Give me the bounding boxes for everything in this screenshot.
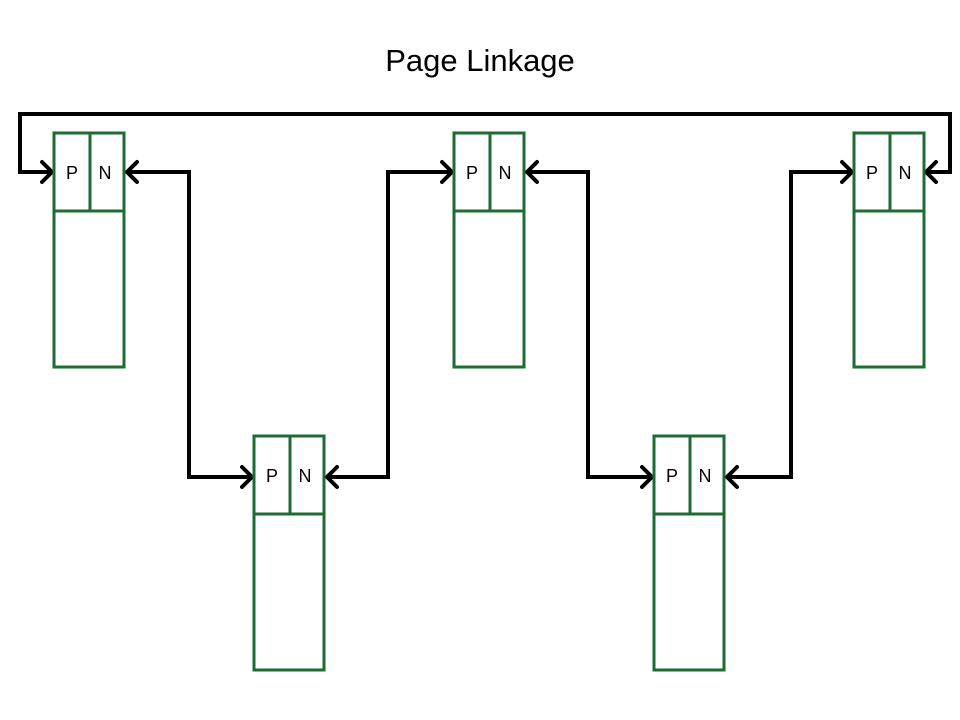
arrow-into-page4-next xyxy=(725,465,739,489)
page-box xyxy=(252,434,326,672)
link-connectors xyxy=(18,112,952,489)
link-page2-page3 xyxy=(327,170,452,479)
arrow-into-page2-next xyxy=(325,465,339,489)
link-page1-page2 xyxy=(127,170,252,479)
link-page4-page5 xyxy=(727,170,852,479)
prev-pointer-label: P xyxy=(66,163,78,183)
diagram-title: Page Linkage xyxy=(385,43,575,78)
prev-pointer-label: P xyxy=(666,466,678,486)
wraparound-arrow-into-first-page xyxy=(40,160,54,184)
next-pointer-label: N xyxy=(499,163,512,183)
arrow-into-page1-next xyxy=(125,160,139,184)
arrow-into-page3-prev xyxy=(440,160,454,184)
wraparound-arrow-into-last-page xyxy=(924,160,938,184)
next-pointer-label: N xyxy=(99,163,112,183)
arrow-into-page2-prev xyxy=(240,465,254,489)
page-box xyxy=(852,131,926,369)
next-pointer-label: N xyxy=(699,466,712,486)
arrow-into-page4-prev xyxy=(640,465,654,489)
link-page3-page4 xyxy=(527,170,652,479)
prev-pointer-label: P xyxy=(466,163,478,183)
arrow-into-page5-prev xyxy=(840,160,854,184)
next-pointer-label: N xyxy=(299,466,312,486)
next-pointer-label: N xyxy=(899,163,912,183)
prev-pointer-label: P xyxy=(866,163,878,183)
wraparound-link xyxy=(18,112,952,174)
prev-pointer-label: P xyxy=(266,466,278,486)
arrow-into-page3-next xyxy=(525,160,539,184)
